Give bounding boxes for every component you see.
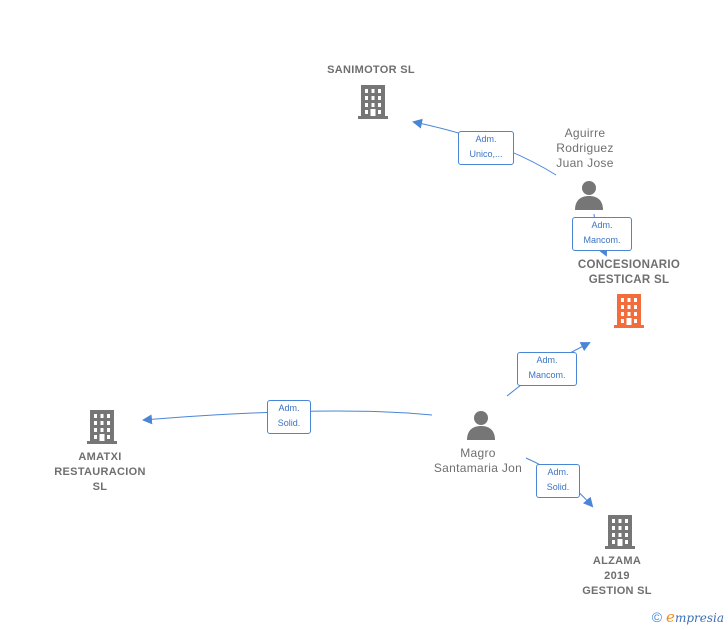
- person-icon[interactable]: [466, 410, 496, 440]
- empresia-logo[interactable]: empresia: [666, 608, 724, 626]
- node-label-sanimotor[interactable]: SANIMOTOR SL: [327, 64, 415, 76]
- building-icon[interactable]: [614, 294, 644, 328]
- node-label-gesticar[interactable]: CONCESIONARIO GESTICAR SL: [577, 259, 681, 286]
- node-label-amatxi[interactable]: AMATXI RESTAURACION SL: [54, 451, 146, 493]
- edge-label-magro-amatxi[interactable]: Adm. Solid.: [267, 400, 311, 434]
- node-label-magro[interactable]: Magro Santamaria Jon: [433, 446, 523, 475]
- edge-label-magro-gesticar[interactable]: Adm. Mancom.: [517, 352, 577, 386]
- edge-label-aguirre-gesticar[interactable]: Adm. Mancom.: [572, 217, 632, 251]
- building-icon[interactable]: [358, 85, 388, 119]
- copyright-symbol: ©: [651, 609, 663, 625]
- edge-label-aguirre-sanimotor[interactable]: Adm. Unico,...: [458, 131, 514, 165]
- person-icon[interactable]: [574, 180, 604, 210]
- edge-label-magro-alzama[interactable]: Adm. Solid.: [536, 464, 580, 498]
- node-label-alzama[interactable]: ALZAMA 2019 GESTION SL: [582, 555, 652, 597]
- node-label-aguirre[interactable]: Aguirre Rodriguez Juan Jose: [556, 126, 614, 170]
- building-icon[interactable]: [87, 410, 117, 444]
- building-icon[interactable]: [605, 515, 635, 549]
- brand-footer[interactable]: © empresia: [652, 608, 724, 626]
